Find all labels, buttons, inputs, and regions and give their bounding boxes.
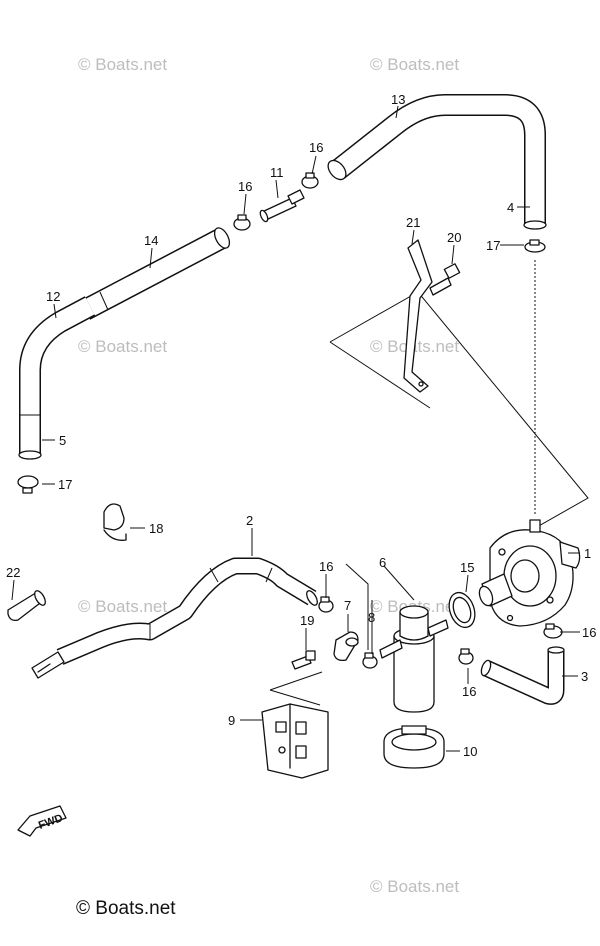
joint-11: [259, 189, 305, 223]
clip-16-lower-b: [362, 652, 378, 669]
label-part-16[interactable]: 16: [319, 559, 333, 574]
label-part-19[interactable]: 19: [300, 613, 314, 628]
label-part-16[interactable]: 16: [238, 179, 252, 194]
label-part-15[interactable]: 15: [460, 560, 474, 575]
watermark: © Boats.net: [78, 597, 167, 616]
hose-2: [31, 557, 318, 679]
clip-16-lower-d: [543, 623, 563, 639]
clip-16-lower-c: [458, 648, 474, 665]
hose-22: [7, 590, 46, 622]
watermark: © Boats.net: [370, 877, 459, 896]
clip-16-lower-a: [318, 596, 334, 613]
watermark: © Boats.net: [78, 337, 167, 356]
leader-lines: [11, 105, 580, 752]
label-part-18[interactable]: 18: [149, 521, 163, 536]
label-part-21[interactable]: 21: [406, 215, 420, 230]
label-part-11[interactable]: 11: [270, 165, 284, 180]
label-part-16[interactable]: 16: [582, 625, 596, 640]
watermark: © Boats.net: [370, 55, 459, 74]
bracket-21: [403, 239, 433, 393]
band-10: [383, 725, 445, 769]
hose-14: [79, 227, 231, 320]
label-part-14[interactable]: 14: [144, 233, 158, 248]
label-part-7[interactable]: 7: [344, 598, 351, 613]
brand-logo-text: © Boats.net: [76, 898, 176, 919]
clip-16-top: [301, 172, 319, 189]
label-part-10[interactable]: 10: [463, 744, 477, 759]
hose-12: [18, 296, 96, 460]
clamp-18: [103, 503, 127, 541]
fuel-filter-8: [379, 605, 449, 713]
label-part-8[interactable]: 8: [368, 610, 375, 625]
clip-17-right: [524, 239, 546, 253]
bolt-20: [429, 263, 461, 296]
hose-7: [333, 631, 359, 662]
label-part-5[interactable]: 5: [59, 433, 66, 448]
hose-13: [327, 94, 547, 230]
hose-3: [480, 646, 565, 705]
label-part-12[interactable]: 12: [46, 289, 60, 304]
label-part-17[interactable]: 17: [486, 238, 500, 253]
label-part-6[interactable]: 6: [379, 555, 386, 570]
part-labels: 13 16 11 16 14 12 5 17 18 22 2 4 17 20 2…: [6, 92, 596, 759]
label-part-13[interactable]: 13: [391, 92, 405, 107]
label-part-2[interactable]: 2: [246, 513, 253, 528]
clip-16-mid: [233, 214, 251, 231]
bolt-19: [291, 650, 316, 670]
label-part-3[interactable]: 3: [581, 669, 588, 684]
reference-lines: [269, 260, 589, 706]
forward-arrow: FWD: [17, 805, 67, 837]
label-part-20[interactable]: 20: [447, 230, 461, 245]
fuel-pump-1: [478, 519, 581, 627]
label-part-16[interactable]: 16: [309, 140, 323, 155]
label-part-22[interactable]: 22: [6, 565, 20, 580]
label-part-17[interactable]: 17: [58, 477, 72, 492]
bracket-9: [261, 703, 329, 779]
o-ring-15: [448, 591, 476, 629]
label-part-16[interactable]: 16: [462, 684, 476, 699]
clip-17-left: [17, 475, 39, 494]
label-part-4[interactable]: 4: [507, 200, 514, 215]
label-part-1[interactable]: 1: [584, 546, 591, 561]
watermark: © Boats.net: [78, 55, 167, 74]
label-part-9[interactable]: 9: [228, 713, 235, 728]
